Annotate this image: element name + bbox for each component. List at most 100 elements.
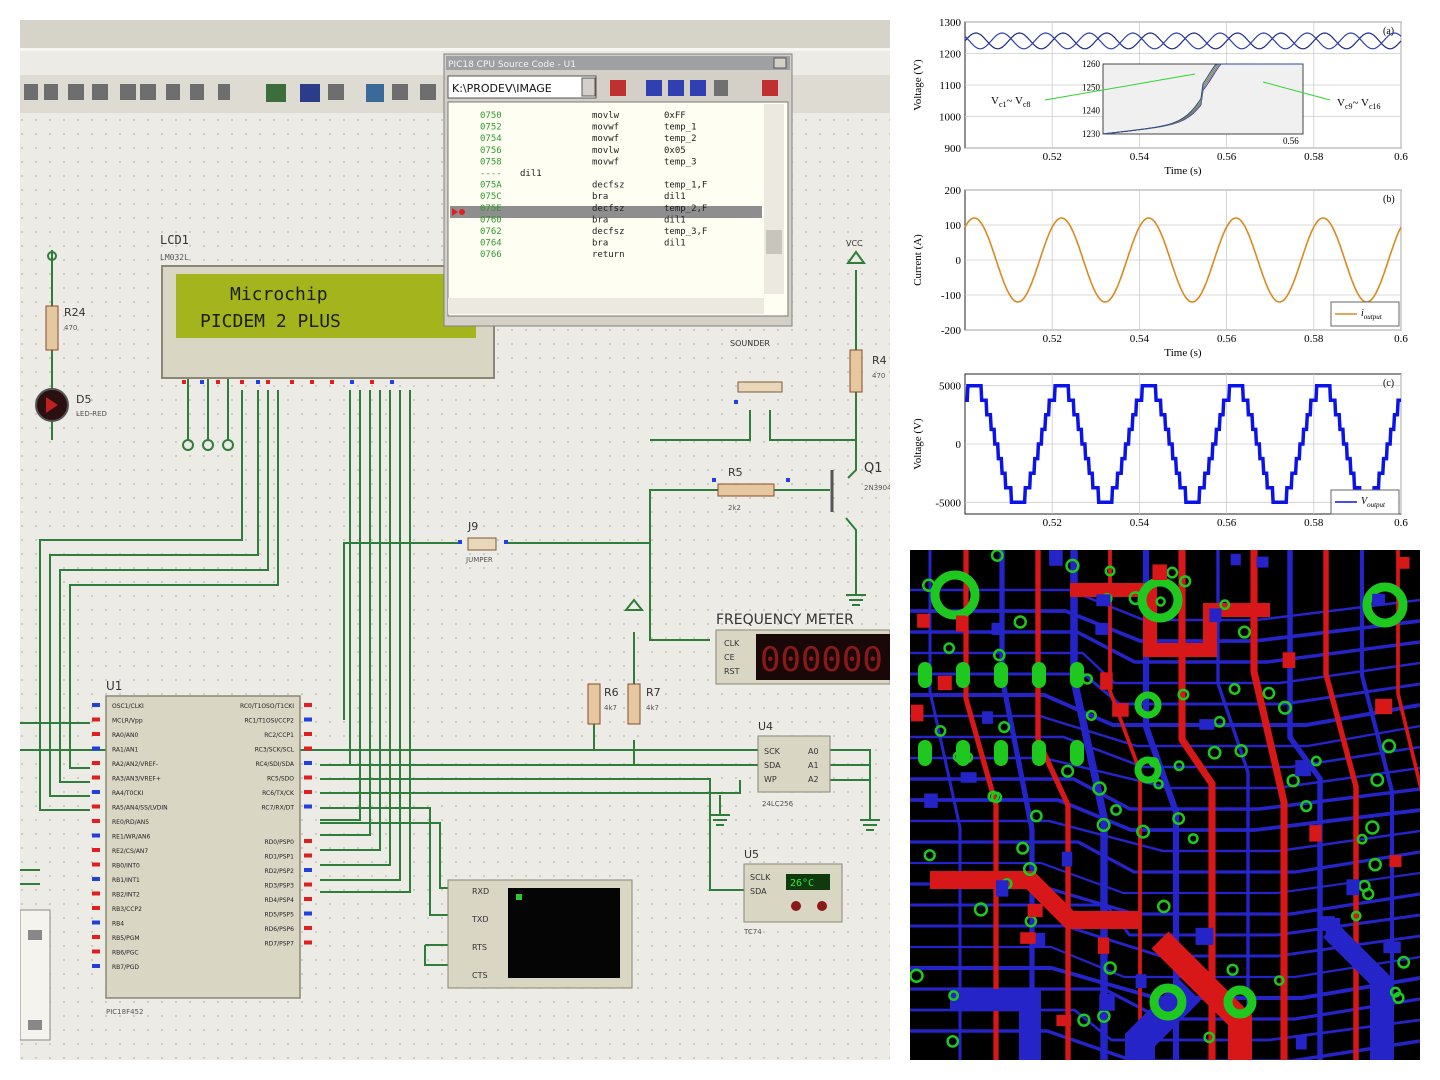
svg-text:4k7: 4k7 [646,704,659,712]
sounder-component[interactable]: SOUNDER [730,339,783,404]
vertical-scrollbar[interactable] [764,104,784,294]
svg-text:24LC256: 24LC256 [762,800,794,808]
r5-resistor[interactable]: R5 2k2 [712,466,790,512]
voltage-output-series [965,383,1401,505]
inset-y-tick: 1240 [1082,106,1101,116]
svg-text:R24: R24 [64,306,86,319]
u4-eeprom[interactable]: U4 SCK SDA WP A0 A1 A2 24LC256 [757,720,831,808]
x-tick-label: 0.56 [1217,151,1237,163]
q1-transistor[interactable]: Q1 2N3904 [774,461,890,512]
close-icon[interactable] [773,57,787,69]
u1-pin-label: RD5/PSP5 [265,912,295,919]
inset-y-tick: 1230 [1082,129,1101,139]
binoculars-icon [300,84,320,102]
toolbar-icons[interactable] [24,84,436,102]
x-tick-label: 0.58 [1304,333,1324,345]
y-tick-label: 5000 [939,381,962,393]
y-axis-label: Voltage (V) [912,59,924,111]
lcd-part: LM032L [160,253,189,262]
schematic-window[interactable]: LCD1 LM032L Microchip PICDEM 2 PLUS R24 … [20,20,890,1060]
y-axis-label: Current (A) [912,234,924,286]
tool-icon [328,84,344,100]
annotation-right: Vc9~ Vc16 [1337,97,1381,111]
freq-display: 000000 [760,640,883,680]
virtual-terminal[interactable]: RXD TXD RTS CTS [447,879,633,989]
u1-pin-label: RA1/AN1 [112,747,138,754]
lcd-ref: LCD1 [160,233,189,247]
window-titlebar [20,20,890,48]
panel-label: (c) [1383,378,1394,389]
x-tick-label: 0.52 [1043,151,1062,163]
code-line[interactable]: ----dil1 [480,169,542,179]
u1-pin-label: RB4 [112,921,124,928]
u5-sensor[interactable]: U5 SCLK SDA 26°C TC74 [743,848,843,936]
lcd-pins [182,380,394,384]
u1-pin-label: RE0/RD/AN5 [112,819,149,826]
horizontal-scrollbar[interactable] [448,298,764,314]
svg-text:TC74: TC74 [743,928,762,936]
svg-text:Q1: Q1 [864,461,883,476]
svg-text:SCLK: SCLK [750,873,771,882]
tool-icon [68,84,84,100]
svg-text:R5: R5 [728,466,743,479]
r4-resistor[interactable]: VCC R4 470 [846,239,887,393]
svg-text:VCC: VCC [846,239,863,248]
r7-resistor[interactable]: R7 4k7 [627,683,661,725]
x-tick-label: 0.6 [1394,151,1408,163]
y-tick-label: 1100 [939,80,961,92]
svg-text:CLK: CLK [724,639,740,648]
schematic-canvas[interactable]: LCD1 LM032L Microchip PICDEM 2 PLUS R24 … [20,20,890,1060]
x-tick-label: 0.58 [1304,151,1324,163]
y-tick-label: 1300 [939,17,962,29]
debug-toolbar[interactable] [610,80,778,96]
breakpoint-dot-icon [459,209,465,215]
source-code-window[interactable]: PIC18 CPU Source Code - U1 K:\PRODEV\IMA… [443,53,793,327]
close-x-icon [420,84,436,100]
svg-text:D5: D5 [76,393,91,406]
y-tick-label: 0 [956,255,962,267]
u1-microcontroller[interactable]: U1 PIC18F452 OSC1/CLKIMCLR/VppRA0/AN0RA1… [92,679,312,1016]
x-tick-label: 0.52 [1043,333,1062,345]
y-tick-label: 200 [945,185,962,197]
x-tick-label: 0.54 [1130,517,1150,529]
u1-pin-label: RE2/CS/AN7 [112,848,148,855]
u1-pin-label: RC7/RX/DT [262,805,295,812]
lcd-component[interactable]: LCD1 LM032L Microchip PICDEM 2 PLUS [160,233,495,379]
u1-pin-label: RC0/T1OSO/T1CKI [240,703,294,710]
frequency-meter[interactable]: FREQUENCY METER CLK CE RST 000000 [715,612,890,685]
u1-pin-label: RD0/PSP0 [265,839,295,846]
svg-text:FREQUENCY METER: FREQUENCY METER [716,612,854,628]
svg-text:U5: U5 [744,848,759,861]
source-window-title: PIC18 CPU Source Code - U1 [448,60,576,70]
d5-led[interactable]: D5 LED-RED [35,388,107,422]
r24-resistor[interactable]: R24 470 [45,251,86,351]
svg-text:R6: R6 [604,686,619,699]
u1-pin-label: RB7/PGD [112,964,139,971]
u1-pin-label: RD3/PSP3 [265,883,295,890]
path-dropdown[interactable] [447,75,597,99]
svg-text:U4: U4 [758,720,773,733]
tool-icon [366,84,384,102]
tool-icon [24,84,38,100]
breakpoint-icon [762,80,778,96]
annotation-left: Vc1~ Vc8 [991,95,1031,109]
tool-icon [140,84,156,100]
x-tick-label: 0.56 [1217,517,1237,529]
r6-resistor[interactable]: R6 4k7 [587,683,619,725]
j9-jumper[interactable]: J9 JUMPER [458,520,508,564]
svg-text:PIC18F452: PIC18F452 [106,1008,143,1016]
panel-label: (a) [1383,26,1394,37]
